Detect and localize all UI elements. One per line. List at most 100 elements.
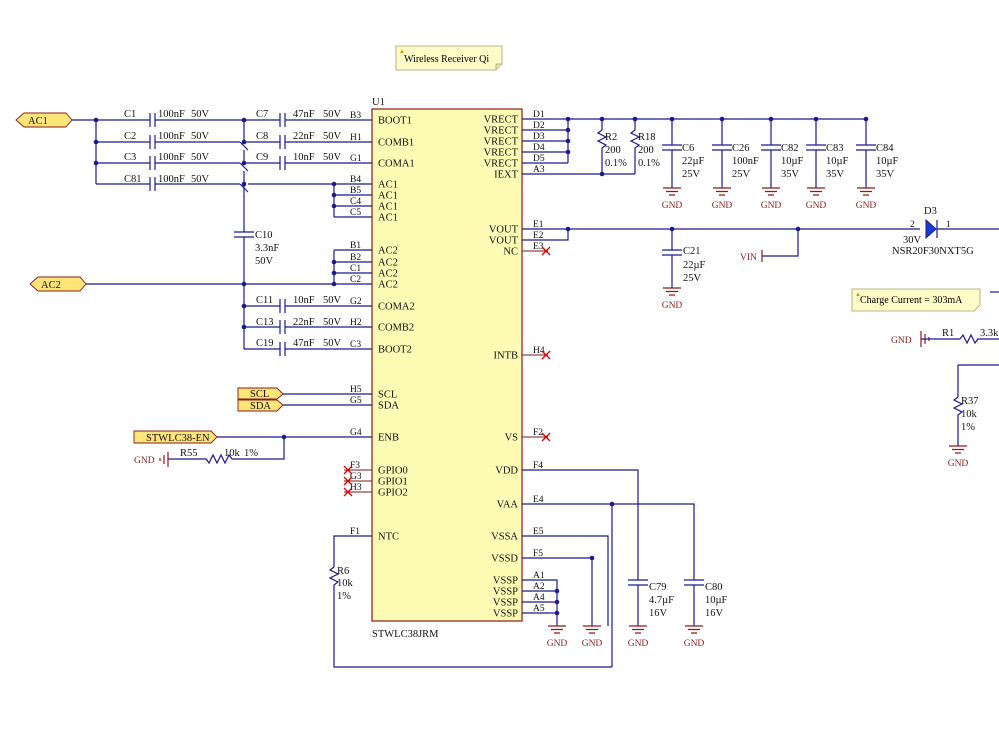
pin-name: IEXT <box>494 170 518 181</box>
svg-text:200: 200 <box>638 145 654 156</box>
svg-text:C26: C26 <box>732 143 750 154</box>
svg-text:3.3k: 3.3k <box>980 328 999 339</box>
svg-text:10k: 10k <box>961 409 978 420</box>
svg-text:GND: GND <box>134 456 155 466</box>
ground-symbol: GND <box>856 187 877 211</box>
note-charge-text: Charge Current = 303mA <box>860 295 963 306</box>
no-connect-mark <box>541 350 551 360</box>
capacitor-c80[interactable] <box>684 579 704 586</box>
ground-symbol: GND <box>948 445 968 469</box>
net-label-ac2[interactable]: AC2 <box>29 276 87 292</box>
svg-text:GND: GND <box>684 639 705 649</box>
capacitor-c9[interactable] <box>279 156 286 170</box>
svg-text:STWLC38-EN: STWLC38-EN <box>146 433 210 444</box>
capacitor-c1[interactable] <box>149 113 156 127</box>
diode-d3[interactable] <box>925 218 999 240</box>
ic-u1-body[interactable] <box>371 108 523 622</box>
net-label-stwlc38-en[interactable]: STWLC38-EN <box>133 430 218 444</box>
resistor-r37[interactable] <box>952 396 964 446</box>
svg-text:GND: GND <box>806 201 827 211</box>
resistor-r6[interactable] <box>328 566 612 668</box>
pin-number: F4 <box>533 461 543 471</box>
ground-symbol: GND <box>761 187 782 211</box>
pin-name: COMA2 <box>378 302 415 313</box>
svg-text:C11: C11 <box>256 295 273 306</box>
note-charge-current[interactable]: ▲ Charge Current = 303mA <box>851 288 981 312</box>
pin-number: E3 <box>533 242 544 252</box>
resistor-r55[interactable] <box>168 453 233 465</box>
svg-text:100nF: 100nF <box>158 152 185 163</box>
pin-name: VSSA <box>491 532 518 543</box>
svg-text:SCL: SCL <box>250 389 269 400</box>
resistor-r1[interactable] <box>959 333 999 345</box>
pin-number: H4 <box>533 346 545 356</box>
svg-text:GND: GND <box>856 201 877 211</box>
pin-name: VRECT <box>484 159 519 170</box>
net-label-ac1[interactable]: AC1 <box>15 112 73 128</box>
svg-text:4.7µF: 4.7µF <box>649 595 674 606</box>
svg-text:16V: 16V <box>705 608 724 619</box>
vrect-capacitors: C622µF25VC26100nF25VC8210µF35VC8310µF35V… <box>662 116 899 188</box>
capacitor-c8[interactable] <box>279 135 286 149</box>
capacitor-c19[interactable] <box>279 342 286 356</box>
pin-number: B4 <box>350 175 361 185</box>
svg-text:22µF: 22µF <box>682 156 705 167</box>
pin-name: AC1 <box>378 213 398 224</box>
vin-port: VIN <box>740 250 763 263</box>
pin-name: ENB <box>378 433 399 444</box>
ic-u1-part: STWLC38JRM <box>372 629 439 640</box>
capacitor-c11[interactable] <box>279 299 286 313</box>
pin-name: NTC <box>378 532 399 543</box>
capacitor-c10[interactable] <box>234 231 254 238</box>
svg-text:10nF: 10nF <box>293 152 315 163</box>
pin-name: VRECT <box>484 126 519 137</box>
svg-text:22µF: 22µF <box>683 260 706 271</box>
ground-symbol: GND <box>628 625 648 649</box>
svg-text:GND: GND <box>582 639 603 649</box>
pin-number: G1 <box>350 154 362 164</box>
pin-name: AC1 <box>378 202 398 213</box>
pin-name: VSSD <box>491 554 518 565</box>
svg-text:1: 1 <box>946 220 951 230</box>
svg-text:C6: C6 <box>682 143 694 154</box>
ground-symbol: GND <box>582 625 603 649</box>
capacitor-c21[interactable] <box>662 249 682 256</box>
capacitor-c2[interactable] <box>149 135 156 149</box>
no-connect-mark <box>541 246 551 256</box>
pin-name: NC <box>503 247 518 258</box>
svg-text:35V: 35V <box>781 169 800 180</box>
pin-name: AC2 <box>378 280 398 291</box>
capacitor-c13[interactable] <box>279 320 286 334</box>
pin-number: D5 <box>533 154 545 164</box>
pin-number: H5 <box>350 385 362 395</box>
pin-number: B1 <box>350 241 361 251</box>
svg-text:10µF: 10µF <box>876 156 899 167</box>
net-label-scl[interactable]: SCL <box>237 387 284 400</box>
capacitor-c79[interactable] <box>628 579 648 586</box>
pin-name: VRECT <box>484 115 519 126</box>
net-label-sda[interactable]: SDA <box>237 399 284 412</box>
capacitor-c81[interactable] <box>149 177 156 191</box>
pin-number: A1 <box>533 571 545 581</box>
no-connect-marks <box>343 246 551 497</box>
pin-name: AC2 <box>378 269 398 280</box>
note-wireless-receiver[interactable]: ▲ Wireless Receiver Qi <box>395 45 503 71</box>
svg-text:100nF: 100nF <box>158 109 185 120</box>
svg-text:16V: 16V <box>649 608 668 619</box>
capacitor-c3[interactable] <box>149 156 156 170</box>
svg-text:1%: 1% <box>961 422 975 433</box>
svg-text:50V: 50V <box>323 131 342 142</box>
capacitor-c7[interactable] <box>279 113 286 127</box>
resistor-r2[interactable] <box>596 129 608 174</box>
resistor-r18[interactable] <box>629 129 641 174</box>
svg-text:GND: GND <box>761 201 782 211</box>
pin-number: H1 <box>350 133 362 143</box>
